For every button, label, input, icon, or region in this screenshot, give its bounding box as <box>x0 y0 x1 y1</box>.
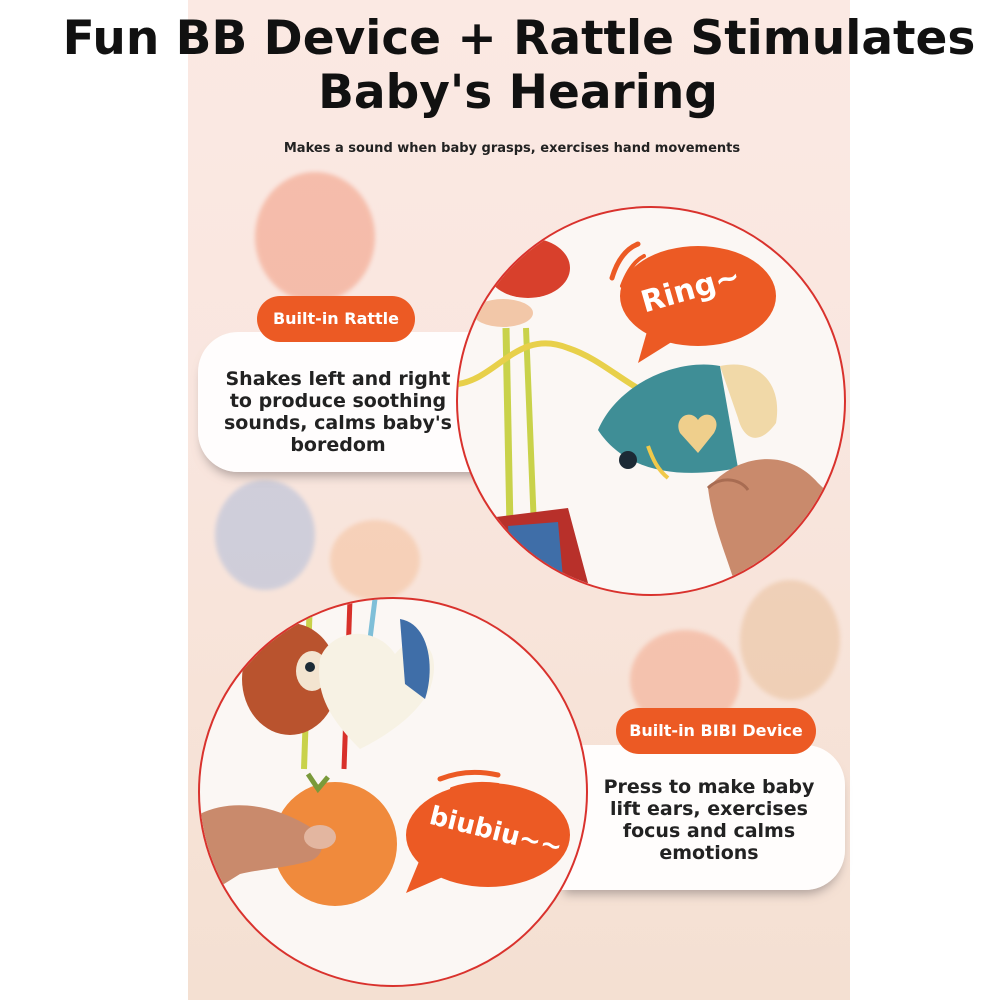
rattle-description: Shakes left and right to produce soothin… <box>223 368 452 456</box>
bibi-label-badge: Built-in BIBI Device <box>616 708 816 754</box>
background-toy-blur <box>215 480 315 590</box>
page-title-line2: Baby's Hearing <box>318 65 718 120</box>
bibi-info-card <box>560 745 845 890</box>
background-toy-blur <box>740 580 840 700</box>
background-toy-blur <box>255 172 375 302</box>
rattle-toy-illustration <box>458 238 844 594</box>
bibi-description: Press to make baby lift ears, exercises … <box>603 776 815 864</box>
rattle-photo-circle: Ring~ <box>456 206 846 596</box>
rattle-label-badge: Built-in Rattle <box>257 296 415 342</box>
page-title-line1: Fun BB Device + Rattle Stimulates <box>62 11 976 66</box>
background-toy-blur <box>330 520 420 600</box>
page-subtitle: Makes a sound when baby grasps, exercise… <box>283 141 741 156</box>
speech-bubble-icon <box>609 241 776 363</box>
speech-bubble-icon <box>406 769 570 893</box>
bibi-photo-circle: biubiu~~ <box>198 597 588 987</box>
rattle-info-card <box>198 332 498 472</box>
